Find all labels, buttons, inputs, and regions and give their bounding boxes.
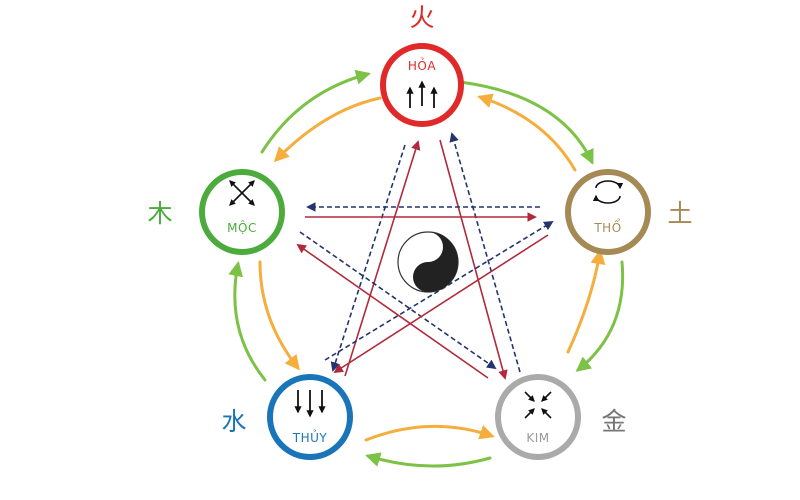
arrow-water-to-earth	[324, 221, 554, 361]
arrow-metal-to-fire	[449, 132, 521, 373]
wood-character: 木	[147, 199, 172, 228]
arrow-water-to-wood	[228, 261, 267, 382]
arrow-fire-to-water	[330, 144, 406, 372]
arrow-wood-to-metal	[299, 231, 497, 370]
arrow-fire-to-earth	[458, 80, 594, 165]
arrow-fire-to-metal	[439, 139, 508, 380]
water-ring	[267, 374, 353, 460]
diverging-arrows-icon	[229, 180, 255, 206]
wood-ring	[199, 169, 285, 255]
node-fire: HỎA 火	[380, 3, 464, 127]
arrow-earth-to-metal	[575, 260, 625, 372]
arrow-wood-to-water	[258, 260, 300, 371]
water-character: 水	[221, 407, 246, 436]
node-earth: THỔ 土	[565, 169, 693, 255]
arrow-water-to-fire	[344, 140, 421, 377]
arrow-metal-to-wood	[296, 243, 489, 379]
three-down-arrows-icon	[294, 390, 326, 418]
converging-arrows-icon	[524, 391, 552, 419]
node-metal: KIM 金	[495, 374, 627, 460]
node-wood: MỘC 木	[147, 169, 285, 255]
metal-label: KIM	[526, 431, 549, 445]
cycle-arrows-icon	[592, 180, 624, 204]
arrow-earth-to-fire	[477, 93, 577, 172]
wood-label: MỘC	[227, 220, 257, 235]
arrow-fire-to-wood	[273, 96, 382, 163]
controlling-star-arrows	[296, 132, 554, 380]
earth-ring	[565, 169, 651, 255]
arrow-wood-to-fire	[260, 69, 371, 154]
arrow-earth-to-water	[333, 234, 549, 374]
generating-cycle-arrows	[228, 69, 625, 468]
water-label: THỦY	[292, 429, 328, 445]
metal-ring	[495, 374, 581, 460]
fire-character: 火	[409, 3, 434, 32]
three-up-arrows-icon	[406, 80, 438, 108]
yin-yang-icon	[397, 231, 459, 293]
earth-character: 土	[667, 199, 692, 228]
arrow-water-to-metal	[364, 424, 495, 442]
arrow-metal-to-earth	[566, 249, 606, 354]
earth-label: THỔ	[593, 219, 621, 235]
fire-label: HỎA	[408, 57, 436, 73]
arrow-metal-to-water	[365, 452, 492, 468]
metal-character: 金	[601, 407, 626, 436]
node-water: THỦY 水	[221, 374, 353, 460]
